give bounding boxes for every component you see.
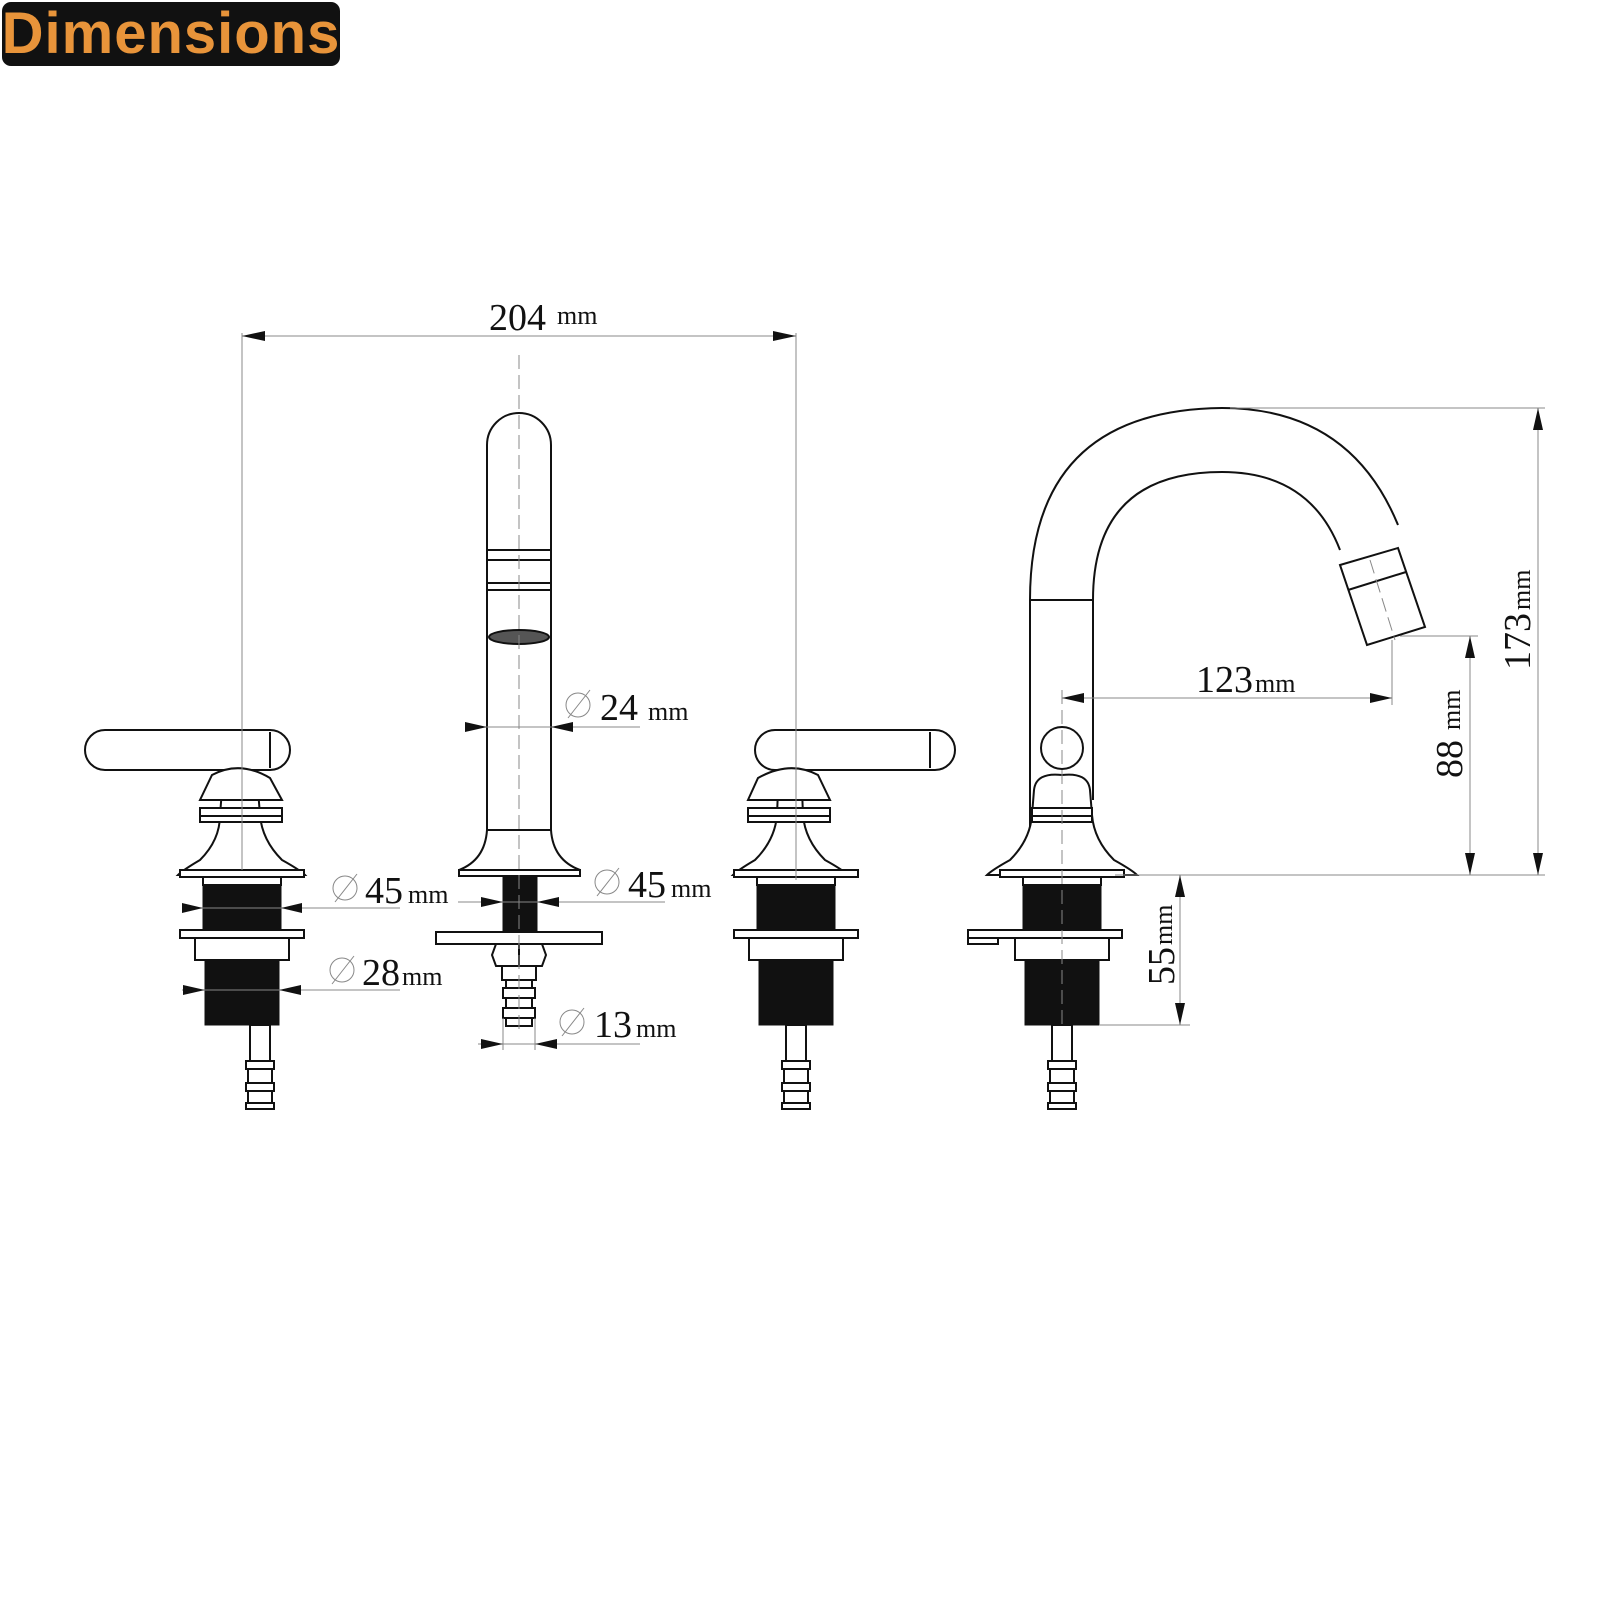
- dim-204-value: 204: [489, 297, 546, 339]
- dim-55-value: 55: [1141, 947, 1183, 985]
- dim-173-value: 173: [1497, 613, 1539, 670]
- dim-55-unit: mm: [1149, 905, 1178, 945]
- dim-45-center-unit: mm: [671, 874, 711, 903]
- left-handle-valve: [84, 729, 308, 1110]
- dimension-spout-connector-diameter: 13 mm: [478, 1004, 676, 1050]
- dim-204-unit: mm: [557, 301, 597, 330]
- right-handle-valve: [730, 729, 956, 1110]
- dim-88-value: 88: [1429, 740, 1471, 778]
- spout-front-view: [435, 355, 603, 1030]
- dimension-handle-shank-diameter: 28 mm: [182, 952, 442, 995]
- dimension-outlet-height: 88 mm: [1400, 635, 1478, 875]
- dim-123-value: 123: [1196, 659, 1253, 701]
- dim-88-unit: mm: [1437, 690, 1466, 730]
- dim-173-unit: mm: [1507, 570, 1536, 610]
- spout-side-view: [967, 406, 1427, 1110]
- title-badge: Dimensions: [2, 2, 340, 66]
- dimension-handle-base-diameter: 45 mm: [182, 870, 448, 913]
- dim-28-unit: mm: [402, 962, 442, 991]
- dim-13-value: 13: [594, 1004, 632, 1046]
- dim-123-unit: mm: [1255, 669, 1295, 698]
- dim-24-value: 24: [600, 687, 638, 729]
- dimension-spout-height: 173 mm: [1115, 407, 1545, 876]
- dimension-spout-reach: 123 mm: [1062, 640, 1393, 705]
- dim-45-center-value: 45: [628, 864, 666, 906]
- dim-24-unit: mm: [648, 697, 688, 726]
- dimension-max-deck-thickness: 55 mm: [1099, 875, 1190, 1026]
- dim-45-left-value: 45: [365, 870, 403, 912]
- dimension-spout-base-diameter: 45 mm: [458, 864, 711, 907]
- page-title: Dimensions: [1, 1, 341, 66]
- dim-13-unit: mm: [636, 1014, 676, 1043]
- dim-28-value: 28: [362, 952, 400, 994]
- dim-45-left-unit: mm: [408, 880, 448, 909]
- dimension-spout-diameter: 24 mm: [465, 687, 688, 732]
- dimension-overall-spread: 204 mm: [241, 297, 797, 880]
